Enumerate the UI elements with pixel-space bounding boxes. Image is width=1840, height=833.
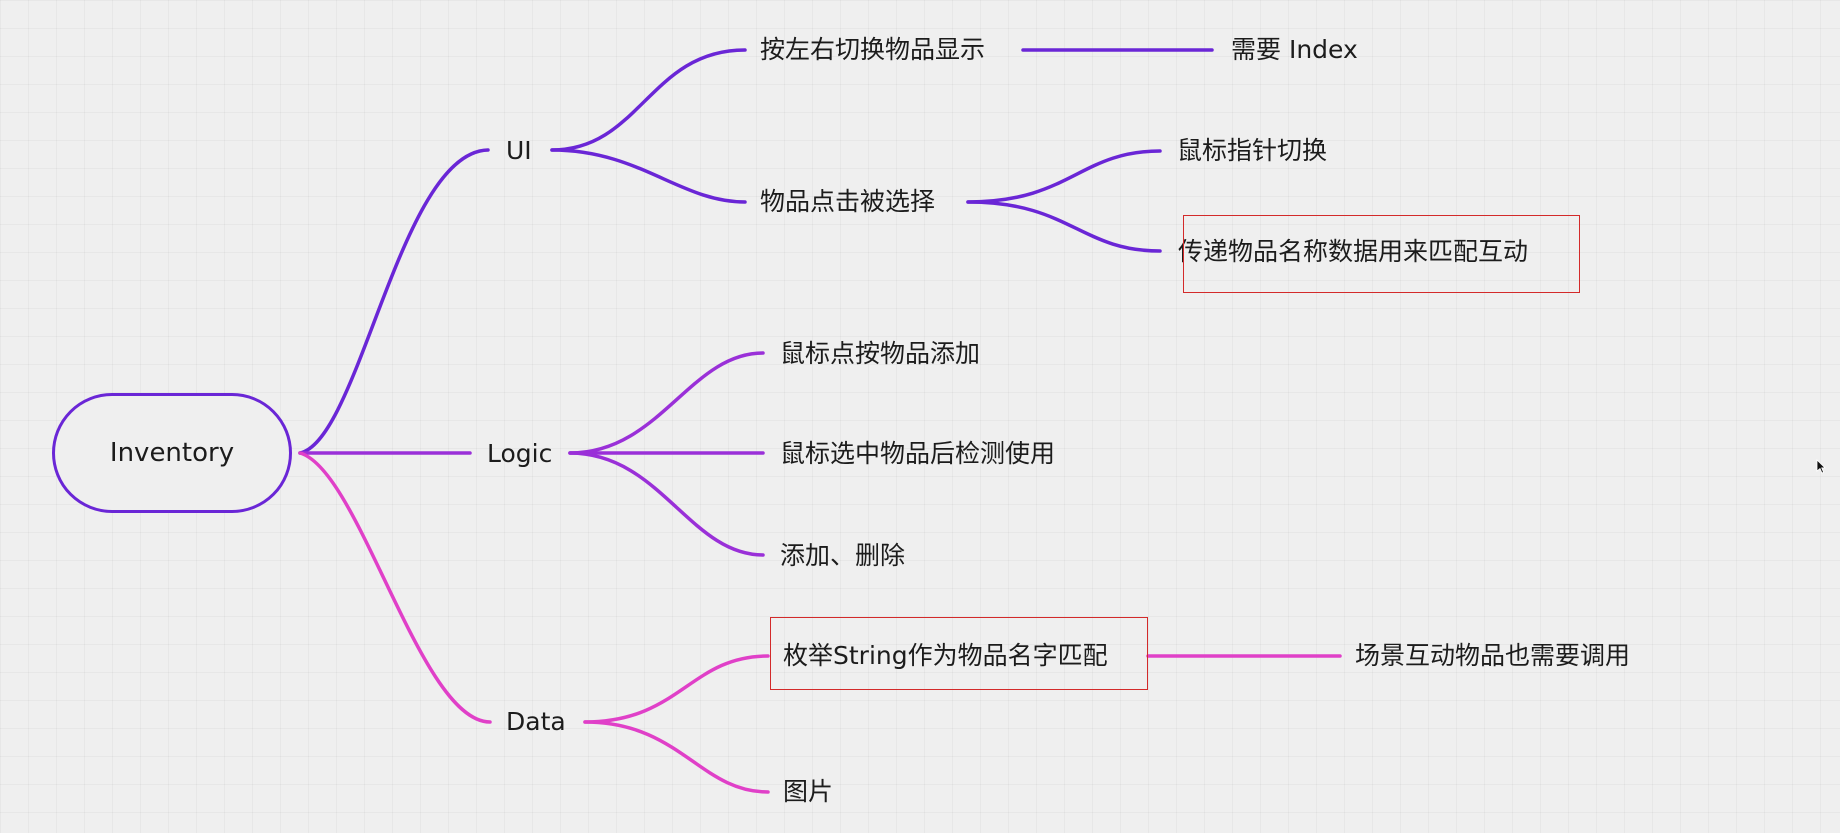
branch-logic-label[interactable]: Logic xyxy=(487,439,553,468)
node-image[interactable]: 图片 xyxy=(783,777,834,806)
root-label: Inventory xyxy=(109,438,235,468)
node-pass-name[interactable]: 传递物品名称数据用来匹配互动 xyxy=(1178,237,1529,266)
node-click-select[interactable]: 物品点击被选择 xyxy=(760,187,936,216)
connector-root-ui xyxy=(298,148,490,455)
connector-logic-add xyxy=(568,351,765,455)
node-needs-index[interactable]: 需要 Index xyxy=(1231,35,1358,64)
branch-ui-label[interactable]: UI xyxy=(506,136,532,165)
connector-ui-click xyxy=(550,148,747,204)
connector-data-image xyxy=(583,720,770,794)
connector-data-enum xyxy=(583,654,770,724)
connector-logic-delete xyxy=(568,451,765,557)
node-add-delete[interactable]: 添加、删除 xyxy=(780,541,906,570)
node-click-add[interactable]: 鼠标点按物品添加 xyxy=(780,339,981,368)
node-select-detect[interactable]: 鼠标选中物品后检测使用 xyxy=(780,439,1056,468)
node-cursor-switch[interactable]: 鼠标指针切换 xyxy=(1177,136,1328,165)
connector-root-data xyxy=(298,451,492,724)
node-enum-string[interactable]: 枚举String作为物品名字匹配 xyxy=(783,641,1108,670)
node-switch-display[interactable]: 按左右切换物品显示 xyxy=(760,35,986,64)
connector-ui-switch xyxy=(550,48,747,152)
connector-click-pass xyxy=(966,200,1162,253)
node-scene-call[interactable]: 场景互动物品也需要调用 xyxy=(1355,641,1631,670)
connector-click-cursor xyxy=(966,149,1162,204)
branch-data-label[interactable]: Data xyxy=(506,707,566,736)
mouse-cursor-icon xyxy=(1816,459,1826,474)
root-node[interactable]: Inventory xyxy=(52,393,292,513)
